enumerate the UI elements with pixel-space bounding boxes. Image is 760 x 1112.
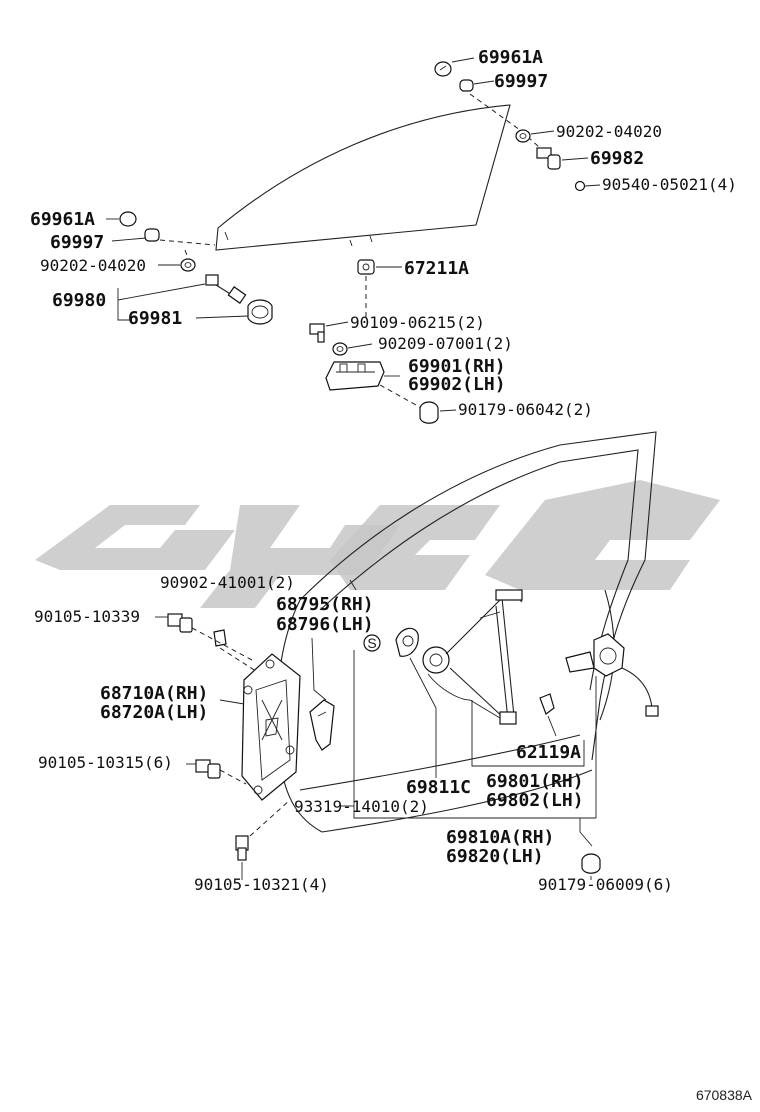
label-90105-10315: 90105-10315(6): [38, 753, 173, 772]
label-62119A: 62119A: [516, 742, 581, 763]
cushion-69997-top: [459, 79, 474, 92]
label-69902: 69902(LH): [408, 374, 506, 395]
cushion-69997-left: [144, 228, 160, 242]
label-69802: 69802(LH): [486, 790, 584, 811]
label-69810A: 69810A(RH): [446, 827, 554, 848]
cover-69811C: [395, 627, 419, 657]
watermark-logo: [35, 480, 720, 608]
label-90179-06009: 90179-06009(6): [538, 875, 673, 894]
label-90109-06215: 90109-06215(2): [350, 313, 485, 332]
label-90202-04020-left: 90202-04020: [40, 256, 146, 275]
nut-90179-06042: [419, 401, 439, 424]
bolt-90105-10339: [167, 613, 193, 633]
screw-90540: [574, 180, 586, 192]
clip-62119A: [539, 693, 555, 715]
diagram-code: 670838A: [696, 1087, 753, 1103]
clip-90902: [213, 629, 227, 647]
label-69901: 69901(RH): [408, 356, 506, 377]
label-90179-06042: 90179-06042(2): [458, 400, 593, 419]
label-68720A: 68720A(LH): [100, 702, 208, 723]
label-69980: 69980: [52, 290, 106, 311]
nut-90179-06009: [581, 853, 601, 874]
label-90105-10321: 90105-10321(4): [194, 875, 329, 894]
label-68710A: 68710A(RH): [100, 683, 208, 704]
clip-69961A-left: [119, 211, 137, 227]
label-69981: 69981: [128, 308, 182, 329]
label-69961A-top: 69961A: [478, 47, 543, 68]
label-90902-41001: 90902-41001(2): [160, 573, 295, 592]
bolt-90109: [309, 323, 325, 343]
roller-69981: [247, 299, 273, 325]
door-glass: [215, 104, 511, 251]
window-regulator-69801: [422, 589, 523, 725]
glass-channel-69901: [325, 361, 385, 391]
label-90540-05021: 90540-05021(4): [602, 175, 737, 194]
regulator-68710A: [241, 653, 301, 801]
label-69982: 69982: [590, 148, 644, 169]
bolt-69980: [205, 274, 247, 304]
nut-67211A: [357, 259, 375, 275]
label-69820: 69820(LH): [446, 846, 544, 867]
label-69961A-left: 69961A: [30, 209, 95, 230]
label-67211A: 67211A: [404, 258, 469, 279]
s-mark-text: S: [367, 635, 376, 651]
bolt-69982: [536, 147, 561, 170]
label-69811C: 69811C: [406, 777, 471, 798]
bolt-90105-10315: [195, 759, 221, 779]
label-69997-left: 69997: [50, 232, 104, 253]
label-69801: 69801(RH): [486, 771, 584, 792]
label-69997-top: 69997: [494, 71, 548, 92]
label-90202-04020-right: 90202-04020: [556, 122, 662, 141]
label-93319-14010: 93319-14010(2): [294, 797, 429, 816]
label-90105-10339: 90105-10339: [34, 607, 140, 626]
bracket-68795: [309, 699, 335, 751]
clip-69961A-top: [434, 61, 452, 77]
washer-90202-r: [515, 129, 531, 143]
washer-90202-l: [180, 258, 196, 272]
label-68796: 68796(LH): [276, 614, 374, 635]
label-90209-07001: 90209-07001(2): [378, 334, 513, 353]
washer-90209: [332, 342, 348, 356]
bolt-90105-10321: [235, 835, 249, 861]
s-mark: S: [363, 634, 381, 652]
label-68795: 68795(RH): [276, 594, 374, 615]
motor-69810A: [565, 633, 659, 717]
